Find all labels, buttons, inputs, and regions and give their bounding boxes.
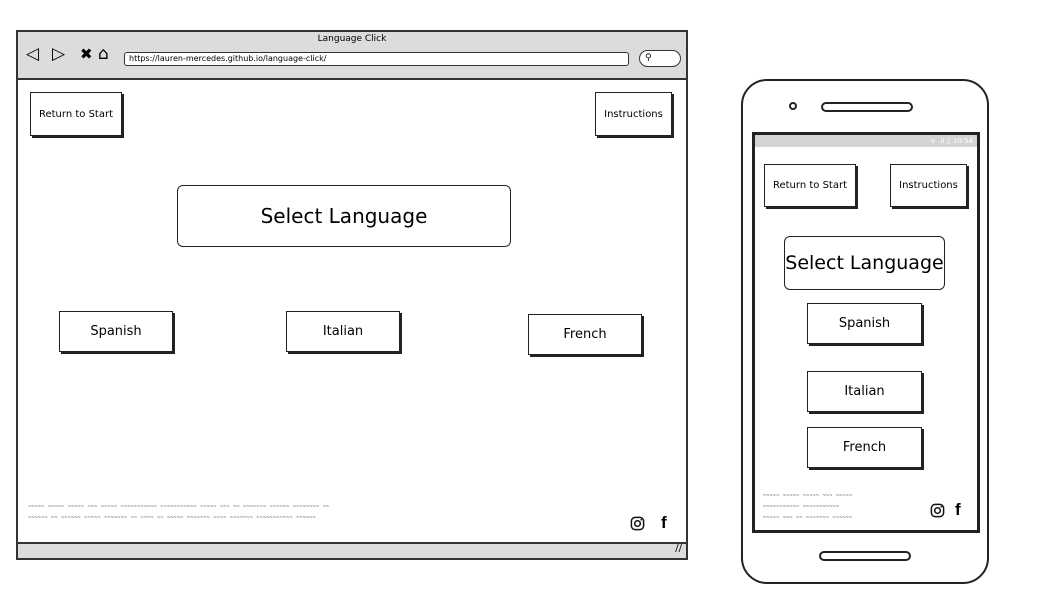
- instructions-button[interactable]: Instructions: [890, 164, 967, 207]
- return-to-start-button[interactable]: Return to Start: [30, 92, 122, 136]
- italian-button[interactable]: Italian: [807, 371, 922, 412]
- instructions-button[interactable]: Instructions: [595, 92, 672, 136]
- phone-status-bar: ᯤ .ıl ▯ 10:54: [755, 135, 977, 147]
- instagram-icon[interactable]: [930, 503, 945, 522]
- footer-text-line: ~~~~~ ~~~ ~~ ~~~~~~~ ~~~~~~: [763, 515, 853, 521]
- spanish-button[interactable]: Spanish: [59, 311, 173, 352]
- footer-text-line: ~~~~~ ~~~~~ ~~~~~ ~~~ ~~~~~ ~~~~~~~~~~~ …: [28, 504, 330, 510]
- close-icon[interactable]: ✖: [80, 45, 93, 63]
- camera-icon: [789, 102, 797, 110]
- phone-speaker: [821, 102, 913, 112]
- home-button[interactable]: [819, 551, 911, 561]
- search-icon: ⚲: [645, 53, 652, 63]
- desktop-browser-window: Language Click ◁ ▷ ✖ ⌂ https://lauren-me…: [16, 30, 688, 560]
- italian-button[interactable]: Italian: [286, 311, 400, 352]
- footer-text-line: ~~~~~ ~~~~~ ~~~~~ ~~~ ~~~~~: [763, 493, 853, 499]
- french-button[interactable]: French: [807, 427, 922, 468]
- instagram-icon[interactable]: [630, 516, 645, 535]
- footer-text-line: ~~~~~~~~~~~ ~~~~~~~~~~~: [763, 504, 840, 510]
- footer-text-line: ~~~~~~ ~~ ~~~~~~ ~~~~~ ~~~~~~~ ~~ ~~~~ ~…: [28, 515, 316, 521]
- page-title: Select Language: [784, 236, 945, 290]
- french-button[interactable]: French: [528, 314, 642, 355]
- browser-statusbar: //: [18, 542, 686, 558]
- window-title: Language Click: [317, 34, 387, 44]
- return-to-start-button[interactable]: Return to Start: [764, 164, 856, 207]
- home-icon[interactable]: ⌂: [98, 44, 109, 64]
- back-icon[interactable]: ◁: [26, 44, 40, 64]
- url-bar[interactable]: https://lauren-mercedes.github.io/langua…: [124, 52, 629, 66]
- browser-titlebar: Language Click ◁ ▷ ✖ ⌂ https://lauren-me…: [18, 32, 686, 80]
- spanish-button[interactable]: Spanish: [807, 303, 922, 344]
- facebook-icon[interactable]: f: [955, 500, 961, 519]
- resize-handle-icon[interactable]: //: [675, 543, 682, 554]
- facebook-icon[interactable]: f: [661, 513, 667, 532]
- mobile-phone-frame: ᯤ .ıl ▯ 10:54 Return to Start Instructio…: [741, 79, 989, 584]
- phone-screen: ᯤ .ıl ▯ 10:54 Return to Start Instructio…: [752, 132, 980, 533]
- page-title: Select Language: [177, 185, 511, 247]
- forward-icon[interactable]: ▷: [52, 44, 66, 64]
- search-button[interactable]: ⚲: [639, 50, 681, 67]
